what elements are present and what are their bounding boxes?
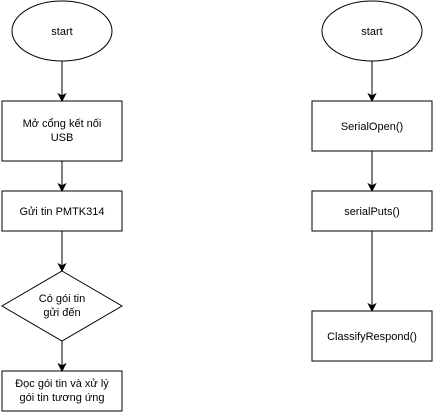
right-step3-label: ClassifyRespond() bbox=[327, 331, 417, 343]
left-edge-2 bbox=[57, 161, 67, 193]
left-edge-3 bbox=[57, 231, 67, 273]
left-step2-label: Gửi tin PMTK314 bbox=[19, 206, 104, 218]
left-decision-label-line1: Có gói tin bbox=[39, 293, 85, 305]
right-step-classify-respond: ClassifyRespond() bbox=[311, 310, 433, 362]
left-step3-label-line1: Đọc gói tin và xử lý bbox=[15, 378, 109, 390]
left-start-label: start bbox=[51, 26, 72, 38]
right-edge-1 bbox=[367, 61, 377, 103]
left-step1-label-line1: Mở cổng kết nối bbox=[23, 118, 102, 130]
left-step3-label-line2: gói tin tương ứng bbox=[20, 392, 105, 404]
left-flowchart: start Mở cổng kết nối USB Gửi tin PMTK31… bbox=[1, 0, 123, 412]
left-edge-4 bbox=[57, 341, 67, 373]
right-edge-3 bbox=[367, 231, 377, 313]
right-step2-label: serialPuts() bbox=[344, 206, 400, 218]
right-step1-label: SerialOpen() bbox=[341, 121, 403, 133]
left-decision-packet-received: Có gói tin gửi đến bbox=[1, 270, 123, 342]
right-edge-2 bbox=[367, 151, 377, 193]
right-start-node: start bbox=[321, 0, 423, 62]
left-edge-1 bbox=[57, 61, 67, 103]
left-step-open-usb: Mở cổng kết nối USB bbox=[1, 100, 123, 162]
right-flowchart: start SerialOpen() serialPuts() bbox=[311, 0, 433, 362]
right-start-label: start bbox=[361, 26, 382, 38]
left-start-node: start bbox=[11, 0, 113, 62]
right-step-serial-puts: serialPuts() bbox=[311, 190, 433, 232]
left-step-read-process: Đọc gói tin và xử lý gói tin tương ứng bbox=[1, 370, 123, 412]
left-decision-label-line2: gửi đến bbox=[43, 307, 80, 319]
right-step-serial-open: SerialOpen() bbox=[311, 100, 433, 152]
left-step1-label-line2: USB bbox=[51, 132, 74, 144]
left-step-send-pmtk: Gửi tin PMTK314 bbox=[1, 190, 123, 232]
